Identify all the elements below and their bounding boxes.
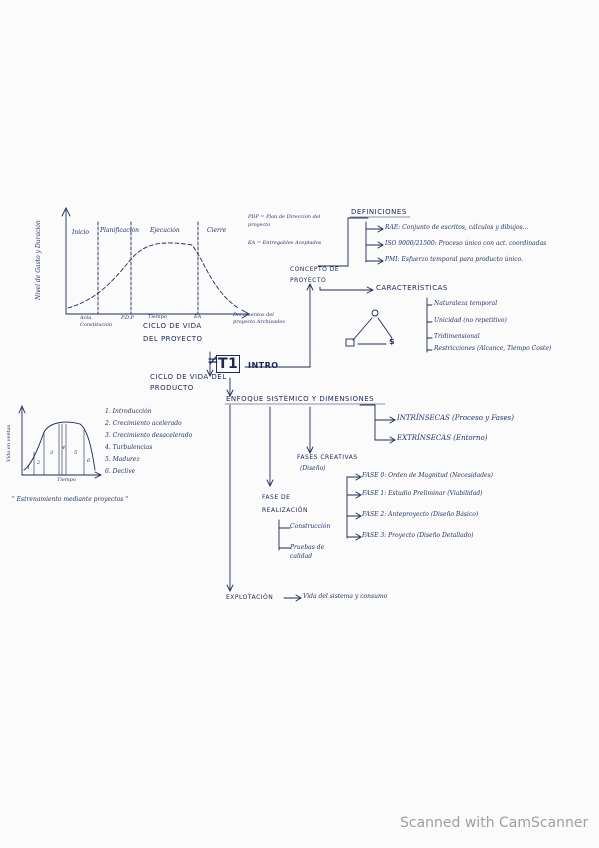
phase-ejecucion: Ejecución: [150, 227, 180, 234]
caracteristica-3: Tridimensional: [434, 333, 480, 340]
realizacion-title: FASE DE REALIZACIÓN: [262, 494, 308, 514]
definicion-rae: RAE: Conjunto de escritos, cálculos y di…: [385, 224, 529, 231]
xmark-acta: Acta Constitución: [80, 315, 113, 328]
not-equal-sign: ≠: [207, 353, 220, 369]
note-pdp: PDP = Plan de Dirección del proyecto: [248, 214, 321, 228]
caracteristica-2: Unicidad (no repetitivo): [434, 317, 507, 324]
list-item: 2. Crecimiento acelerado: [105, 420, 182, 427]
stage-3: 3: [50, 450, 54, 456]
definicion-iso: ISO 9000/21500: Proceso único con act. c…: [385, 240, 547, 247]
fases-creativas-subtitle: (Diseño): [300, 465, 326, 472]
xmark-documentos: Documentos del proyecto Archivados: [233, 312, 285, 325]
product-quote: " Estrenamiento mediante proyectos ": [12, 496, 129, 503]
intrinsecas-label: INTRÍNSECAS (Proceso y Fases): [397, 414, 514, 422]
product-chart-xlabel: Tiempo: [57, 477, 76, 483]
product-chart-ylabel: Vida en ventas: [6, 424, 12, 462]
list-item: 5. Madurez: [105, 456, 140, 463]
project-cycle-chart: [61, 206, 250, 319]
stage-5: 5: [74, 450, 78, 456]
project-cycle-title: CICLO DE VIDA DEL PROYECTO: [143, 322, 203, 343]
definicion-pmi: PMI: Esfuerzo temporal para producto úni…: [385, 256, 524, 263]
t1-logo: T1: [216, 355, 241, 373]
fase-0: FASE 0: Orden de Magnitud (Necesidades): [362, 472, 494, 479]
phase-inicio: Inicio: [72, 229, 90, 236]
calendar-icon: [345, 338, 355, 347]
list-item: 3. Crecimiento desacelerado: [105, 432, 193, 439]
phase-cierre: Cierre: [207, 227, 227, 234]
phase-planificacion: Planificación: [100, 227, 140, 234]
fases-creativas-title: FASES CREATIVAS: [297, 454, 358, 461]
realizacion-construccion: Construcción: [290, 523, 331, 530]
xmark-pdp: P.D.P: [121, 315, 134, 321]
note-ea: EA = Entregables Aceptados: [248, 240, 322, 246]
realizacion-pruebas: Pruebas de calidad: [290, 544, 325, 560]
fase-1: FASE 1: Estudio Preliminar (Viabilidad): [362, 490, 483, 497]
caracteristica-1: Naturaleza temporal: [434, 300, 498, 307]
concepto-proyecto: CONCEPTO DE PROYECTO: [290, 266, 340, 284]
stage-4: 4: [62, 445, 66, 451]
dollar-icon: $: [389, 337, 396, 346]
xmark-tiempo: Tiempo: [148, 314, 167, 320]
stage-6: 6: [87, 458, 91, 464]
stage-1: 1: [27, 465, 31, 471]
product-cycle-chart: [18, 404, 103, 479]
caracteristica-4: Restricciones (Alcance, Tiempo Coste): [434, 345, 552, 352]
triangle-diagram: [345, 309, 393, 347]
list-item: 6. Declive: [105, 468, 136, 475]
project-chart-ylabel: Nivel de Gasto y Duración: [35, 220, 42, 300]
camscanner-watermark: Scanned with CamScanner: [400, 815, 589, 831]
product-cycle-title: CICLO DE VIDA DEL PRODUCTO: [150, 373, 227, 392]
xmark-ea: EA: [194, 314, 202, 320]
list-item: 4. Turbulencias: [105, 444, 153, 451]
explotacion-title: EXPLOTACIÓN: [226, 594, 274, 601]
caracteristicas-title: CARACTERÍSTICAS: [376, 284, 448, 292]
extrinsecas-label: EXTRÍNSECAS (Entorno): [397, 434, 488, 442]
list-item: 1. Introducción: [105, 408, 152, 415]
stage-2: 2: [37, 460, 41, 466]
explotacion-text: Vida del sistema y consumo: [303, 593, 388, 600]
fase-3: FASE 3: Proyecto (Diseño Detallado): [362, 532, 474, 539]
fase-2: FASE 2: Anteproyecto (Diseño Básico): [362, 511, 479, 518]
clock-icon: [371, 309, 379, 317]
definiciones-title: DEFINICIONES: [351, 208, 407, 216]
intro-label: INTRO: [248, 361, 279, 370]
enfoque-title: ENFOQUE SISTÉMICO Y DIMENSIONES: [226, 395, 375, 403]
